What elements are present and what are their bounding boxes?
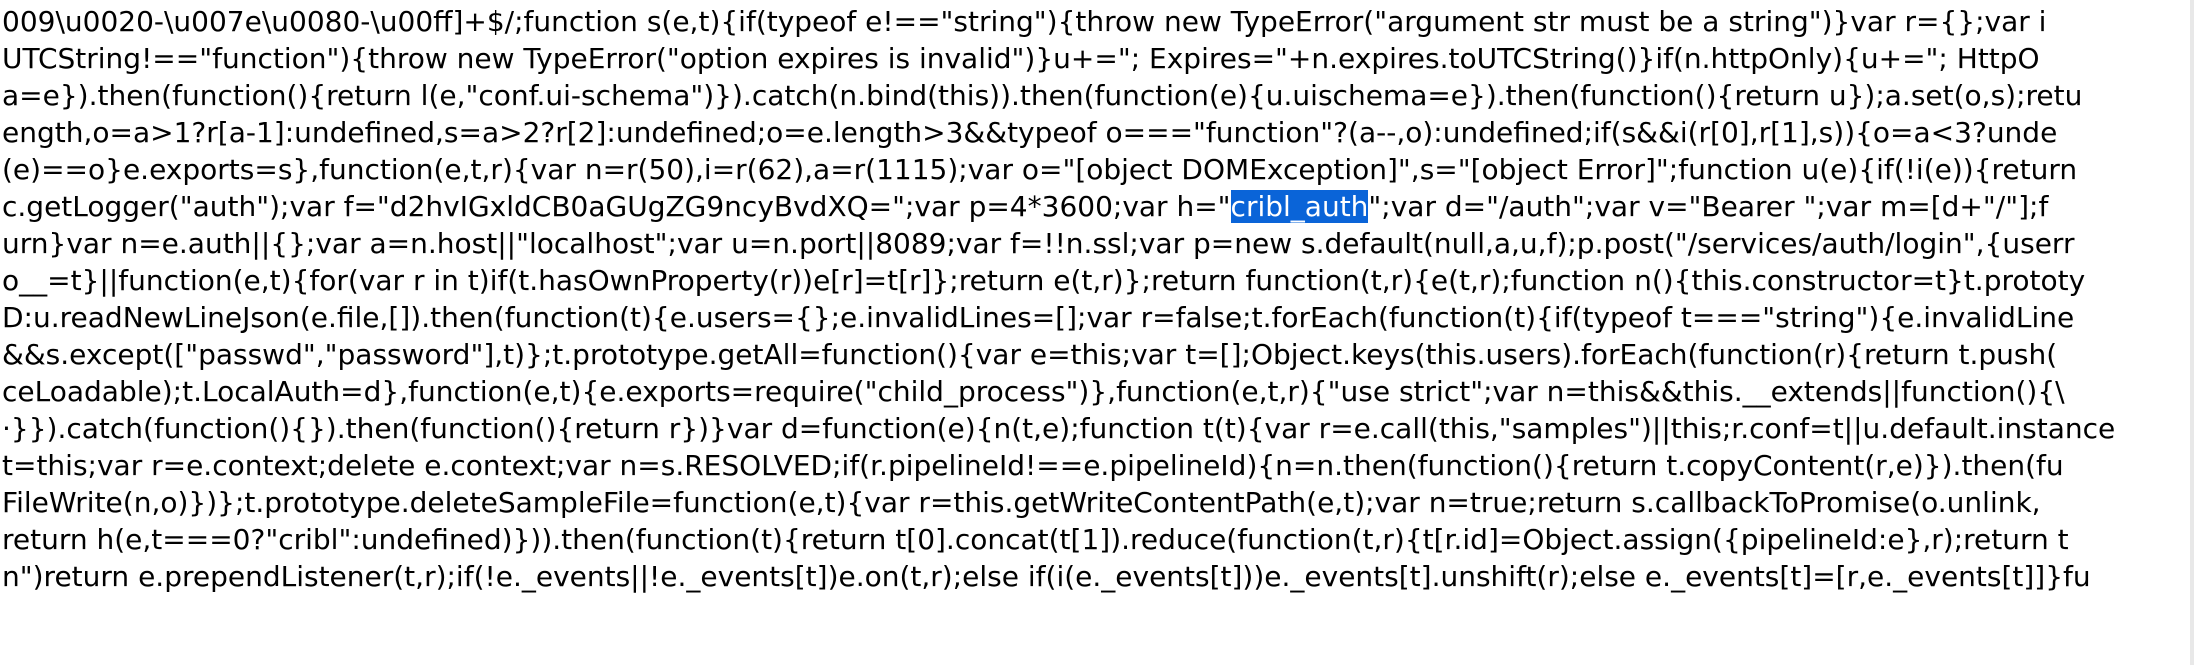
code-lines: 009\u0020-\u007e\u0080-\u00ff]+$/;functi…	[2, 3, 2194, 595]
code-line-16: n")return e.prependListener(t,r);if(!e._…	[2, 560, 2091, 593]
code-line-13: t=this;var r=e.context;delete e.context;…	[2, 449, 2064, 482]
code-line-10: &&s.except(["passwd","password"],t)};t.p…	[2, 338, 2058, 371]
code-line-15: return h(e,t===0?"cribl":undefined)})).t…	[2, 523, 2069, 556]
code-line-14: FileWrite(n,o)})};t.prototype.deleteSamp…	[2, 486, 2041, 519]
code-line-11: ceLoadable);t.LocalAuth=d},function(e,t)…	[2, 375, 2065, 408]
code-line-9: D:u.readNewLineJson(e.file,[]).then(func…	[2, 301, 2075, 334]
code-line-12: ·}}).catch(function(){}).then(function()…	[2, 412, 2116, 445]
selected-text[interactable]: cribl_auth	[1230, 190, 1369, 223]
code-line-1: 009\u0020-\u007e\u0080-\u00ff]+$/;functi…	[2, 5, 2047, 38]
code-line-6-before: c.getLogger("auth");var f="d2hvIGxldCB0a…	[2, 190, 1231, 223]
code-line-8: o__=t}||function(e,t){for(var r in t)if(…	[2, 264, 2086, 297]
code-line-6-after: ";var d="/auth";var v="Bearer ";var m=[d…	[1368, 190, 2049, 223]
code-line-3: a=e}).then(function(){return l(e,"conf.u…	[2, 79, 2083, 112]
code-line-5: (e)==o}e.exports=s},function(e,t,r){var …	[2, 153, 2078, 186]
code-line-6: c.getLogger("auth");var f="d2hvIGxldCB0a…	[2, 188, 2194, 225]
code-line-7: urn}var n=e.auth||{};var a=n.host||"loca…	[2, 227, 2075, 260]
code-line-4: ength,o=a>1?r[a-1]:undefined,s=a>2?r[2]:…	[2, 116, 2058, 149]
vertical-scrollbar[interactable]	[2190, 0, 2194, 665]
code-line-2: UTCString!=="function"){throw new TypeEr…	[2, 42, 2040, 75]
